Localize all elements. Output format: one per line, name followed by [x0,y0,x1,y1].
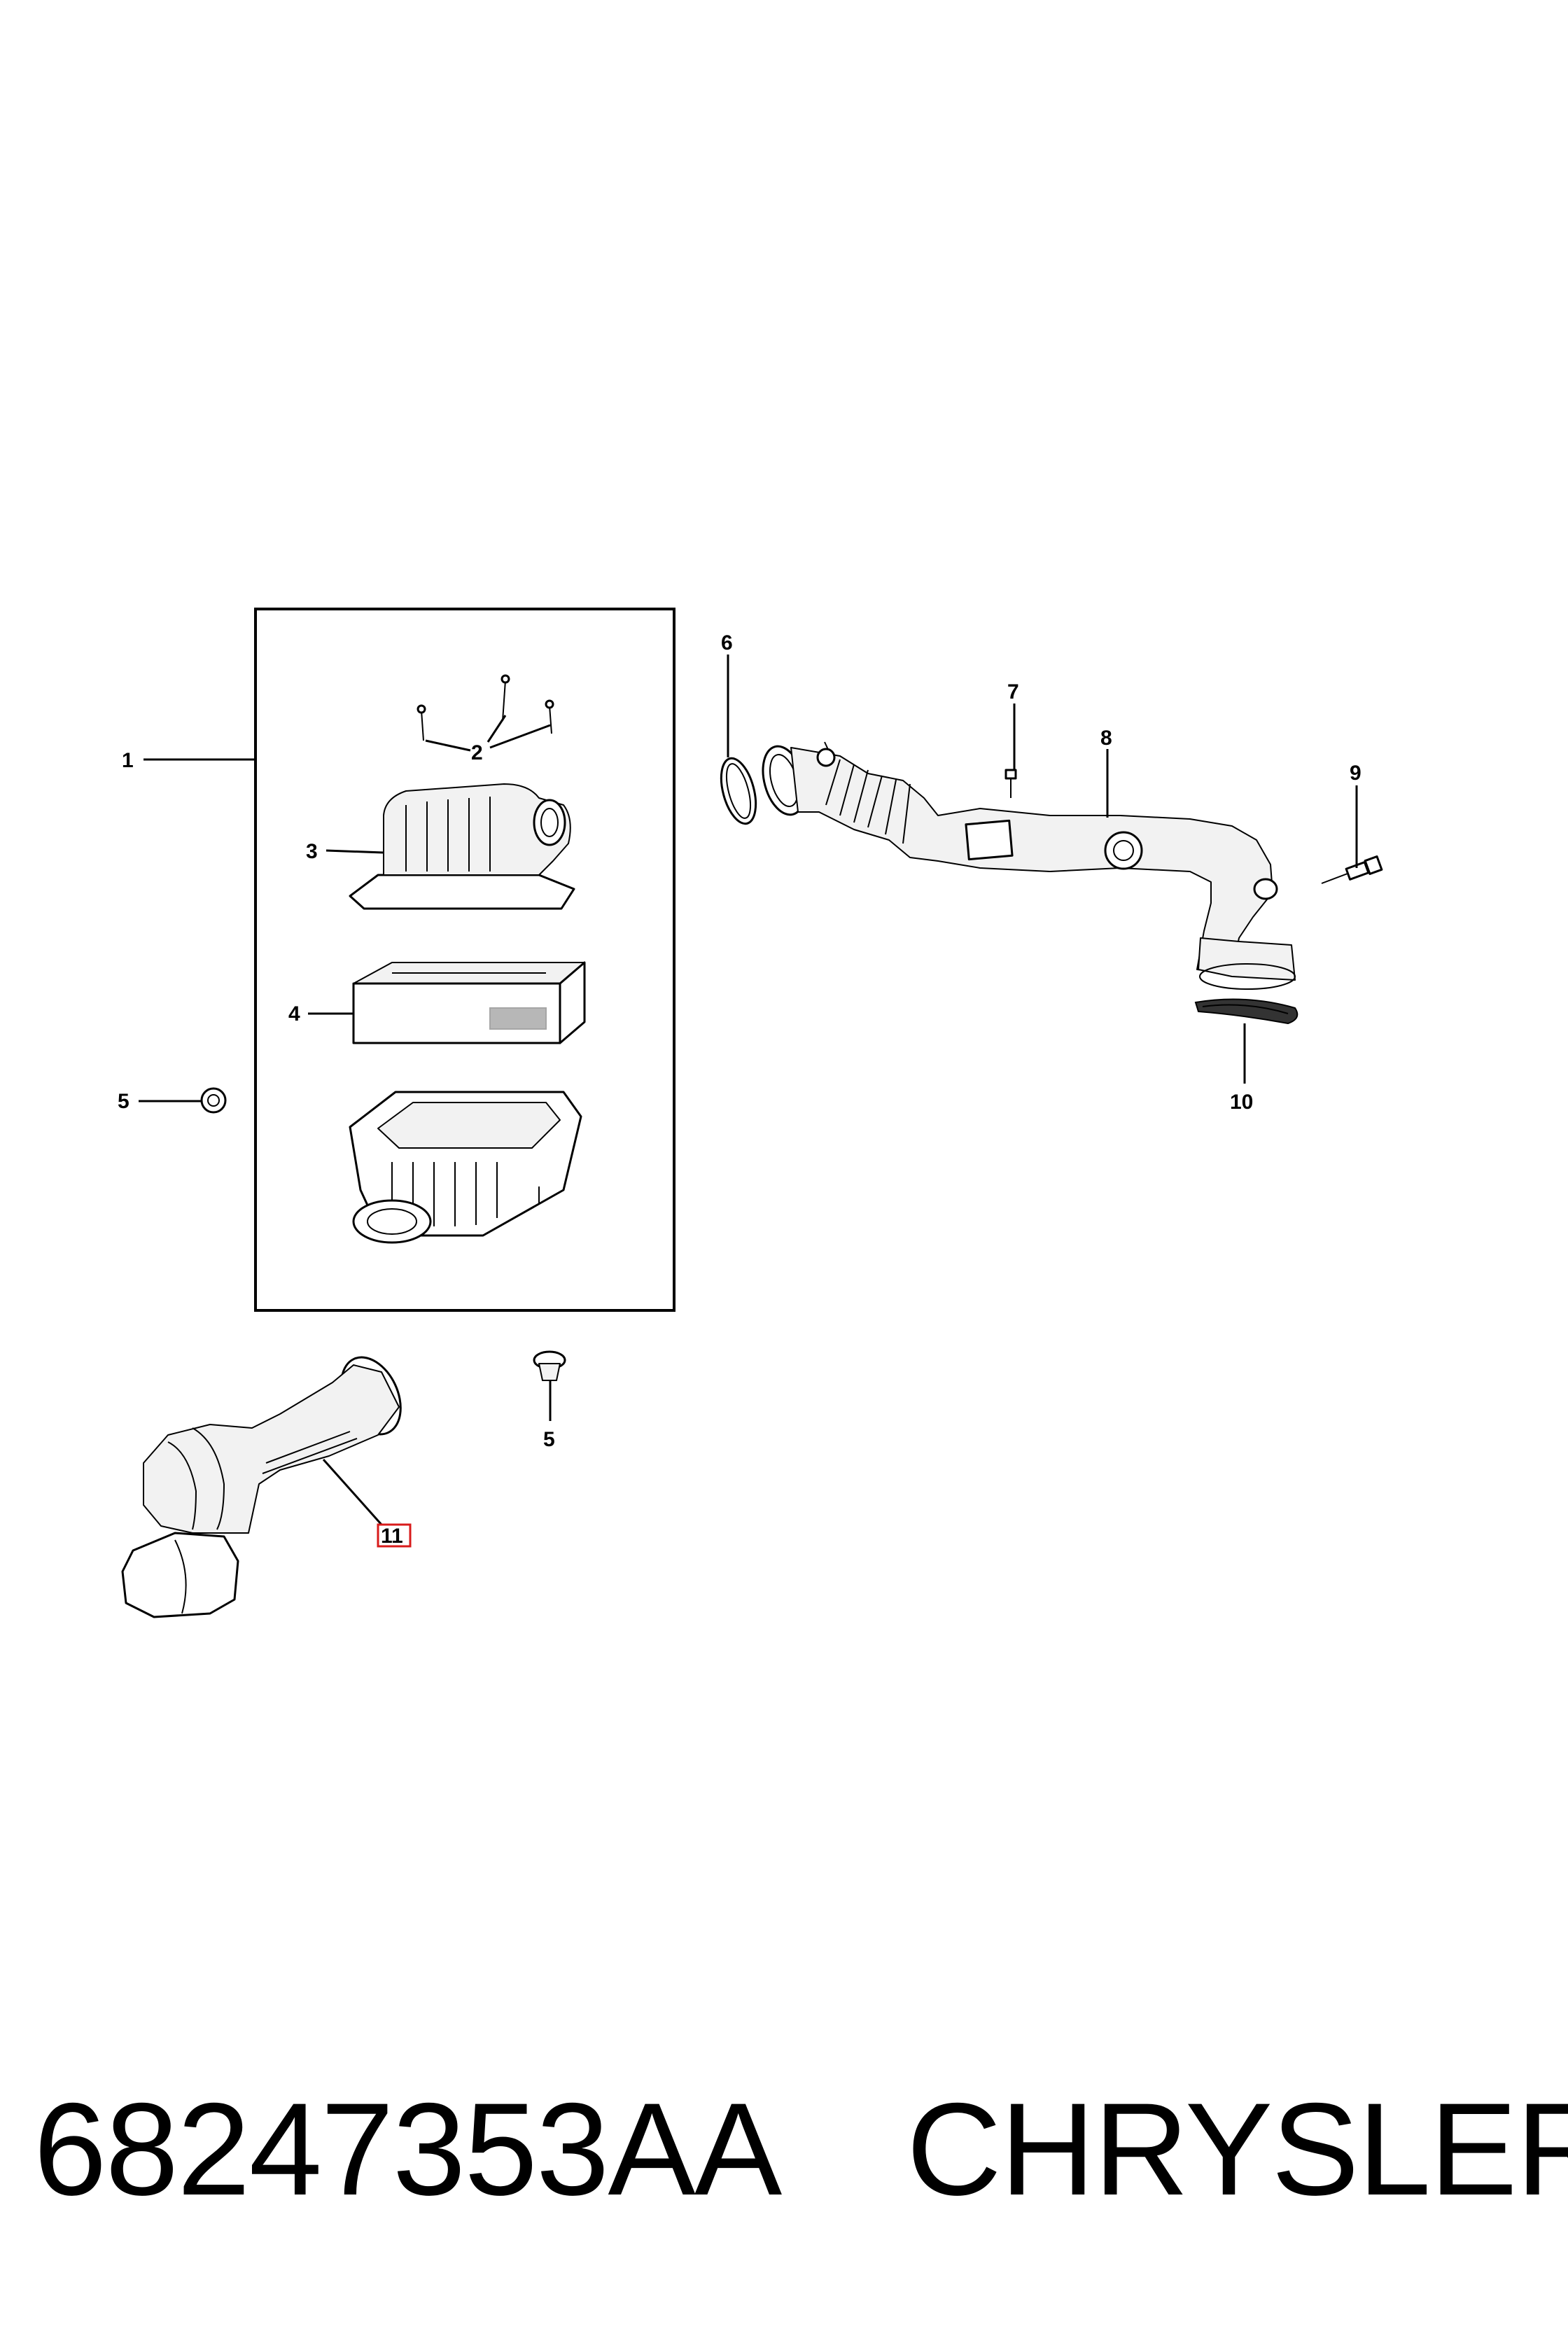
bolt-part[interactable] [1004,769,1017,798]
callout-11[interactable]: 11 [381,1525,403,1548]
grommet-part-lower[interactable] [533,1350,566,1381]
callout-4[interactable]: 4 [288,1002,300,1026]
callout-1[interactable]: 1 [122,749,134,772]
screws-part[interactable] [416,674,554,741]
callout-11-highlight [377,1523,412,1548]
leader-2b [486,715,507,743]
air-cleaner-housing-part[interactable] [349,1091,582,1244]
callout-9[interactable]: 9 [1350,762,1362,785]
leader-2a [425,739,471,752]
air-cleaner-cover-part[interactable] [349,783,575,910]
callout-5a[interactable]: 5 [118,1090,130,1113]
seal-part[interactable] [1194,998,1298,1025]
callout-6[interactable]: 6 [721,631,733,654]
callout-7[interactable]: 7 [1007,680,1019,704]
leader-3 [326,849,384,854]
leader-11 [322,1459,383,1525]
part-number: 68247353AA [34,2076,782,2222]
callout-10[interactable]: 10 [1230,1091,1253,1114]
grommet-part-left[interactable] [200,1087,227,1114]
air-filter-part[interactable] [352,961,586,1044]
callout-2[interactable]: 2 [471,741,483,764]
leader-2c [489,724,551,749]
callout-5b[interactable]: 5 [543,1428,555,1451]
air-inlet-duct-part[interactable] [756,741,1296,990]
assembly-box [254,608,676,1312]
footer: 68247353AA CHRYSLER [0,2072,1568,2226]
air-intake-duct-part[interactable] [121,1348,412,1618]
hose-clamp-part[interactable] [715,755,762,827]
callout-8[interactable]: 8 [1100,727,1112,750]
sensor-part[interactable] [1321,855,1383,884]
brand-name: CHRYSLER [906,2076,1568,2222]
callout-3[interactable]: 3 [306,840,318,863]
